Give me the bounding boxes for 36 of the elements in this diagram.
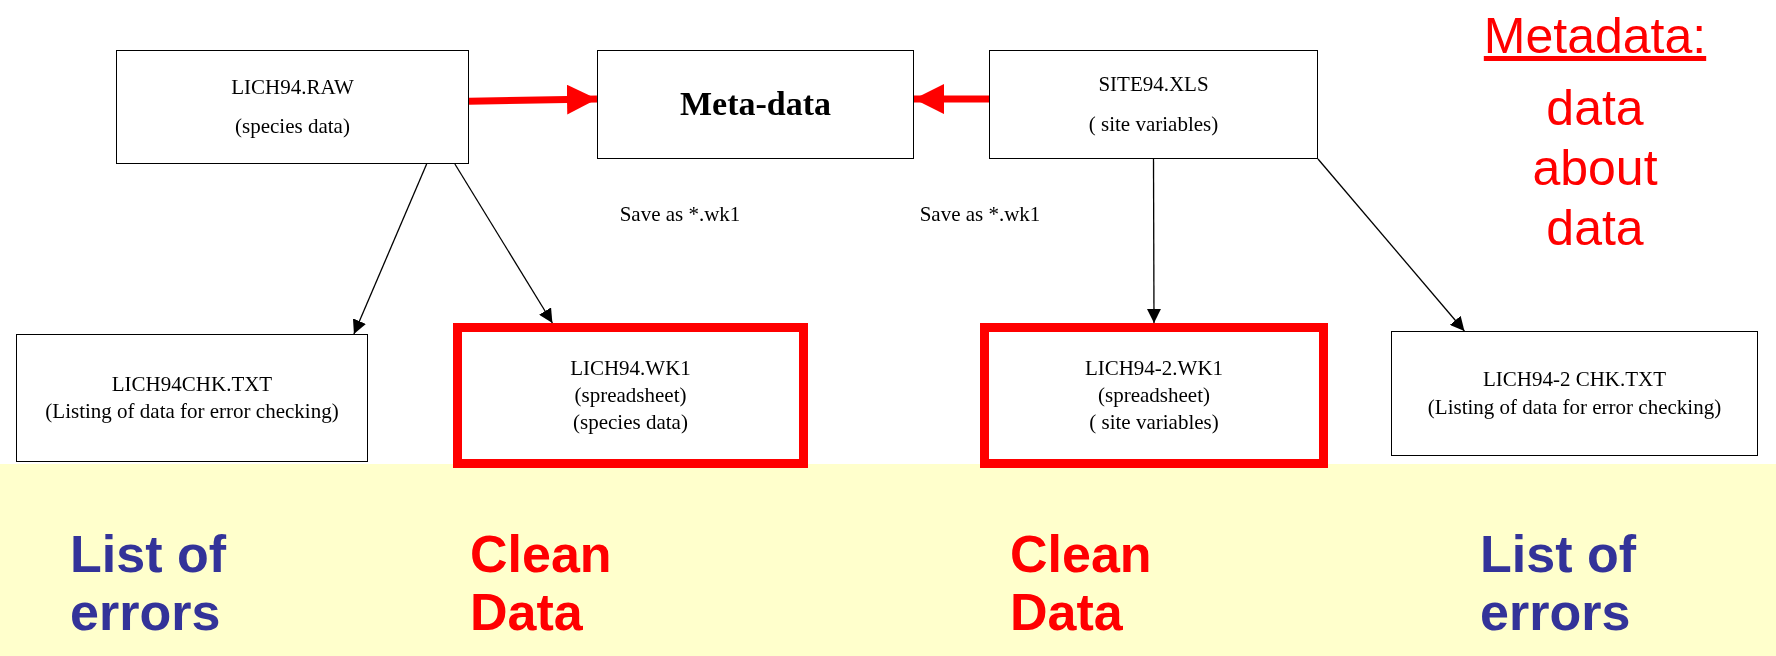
file-description: ( site variables) xyxy=(1089,409,1219,437)
file-name: LICH94-2.WK1 xyxy=(1084,354,1224,382)
file-box xyxy=(597,50,914,159)
file-box xyxy=(16,334,368,462)
file-description: (spreadsheet) xyxy=(574,381,687,409)
metadata-heading: Metadata: xyxy=(1482,8,1708,64)
result-label: List of errors xyxy=(70,525,228,642)
file-description: (spreadsheet) xyxy=(1098,381,1210,409)
step-note: Save as *.wk1 xyxy=(618,203,742,227)
file-description: (species data) xyxy=(573,409,688,437)
file-box xyxy=(989,50,1318,159)
step-note: Save as *.wk1 xyxy=(918,203,1042,227)
file-name: LICH94-2 CHK.TXT xyxy=(1482,366,1667,394)
file-name: LICH94CHK.TXT xyxy=(111,370,273,398)
file-description: ( site variables) xyxy=(1088,110,1219,138)
file-description: (species data) xyxy=(235,113,350,140)
arrow xyxy=(1146,158,1161,324)
result-label: List of errors xyxy=(1480,525,1638,642)
file-box xyxy=(1391,331,1758,456)
file-name: LICH94.WK1 xyxy=(570,354,691,382)
arrow xyxy=(353,163,428,335)
result-label: Clean Data xyxy=(1010,525,1153,642)
file-name: Meta-data xyxy=(679,84,832,125)
arrow xyxy=(454,163,554,324)
file-name: SITE94.XLS xyxy=(1098,71,1209,99)
file-box xyxy=(980,323,1328,468)
arrow xyxy=(914,84,989,115)
file-box xyxy=(116,50,469,164)
file-description: (Listing of data for error checking) xyxy=(1427,393,1722,421)
metadata-definition: data about data xyxy=(1531,79,1659,258)
file-box xyxy=(453,323,808,468)
file-name: LICH94.RAW xyxy=(231,73,354,101)
arrow xyxy=(1317,158,1466,332)
file-description: (Listing of data for error checking) xyxy=(45,398,339,425)
result-label: Clean Data xyxy=(470,525,613,642)
arrow xyxy=(468,84,598,115)
